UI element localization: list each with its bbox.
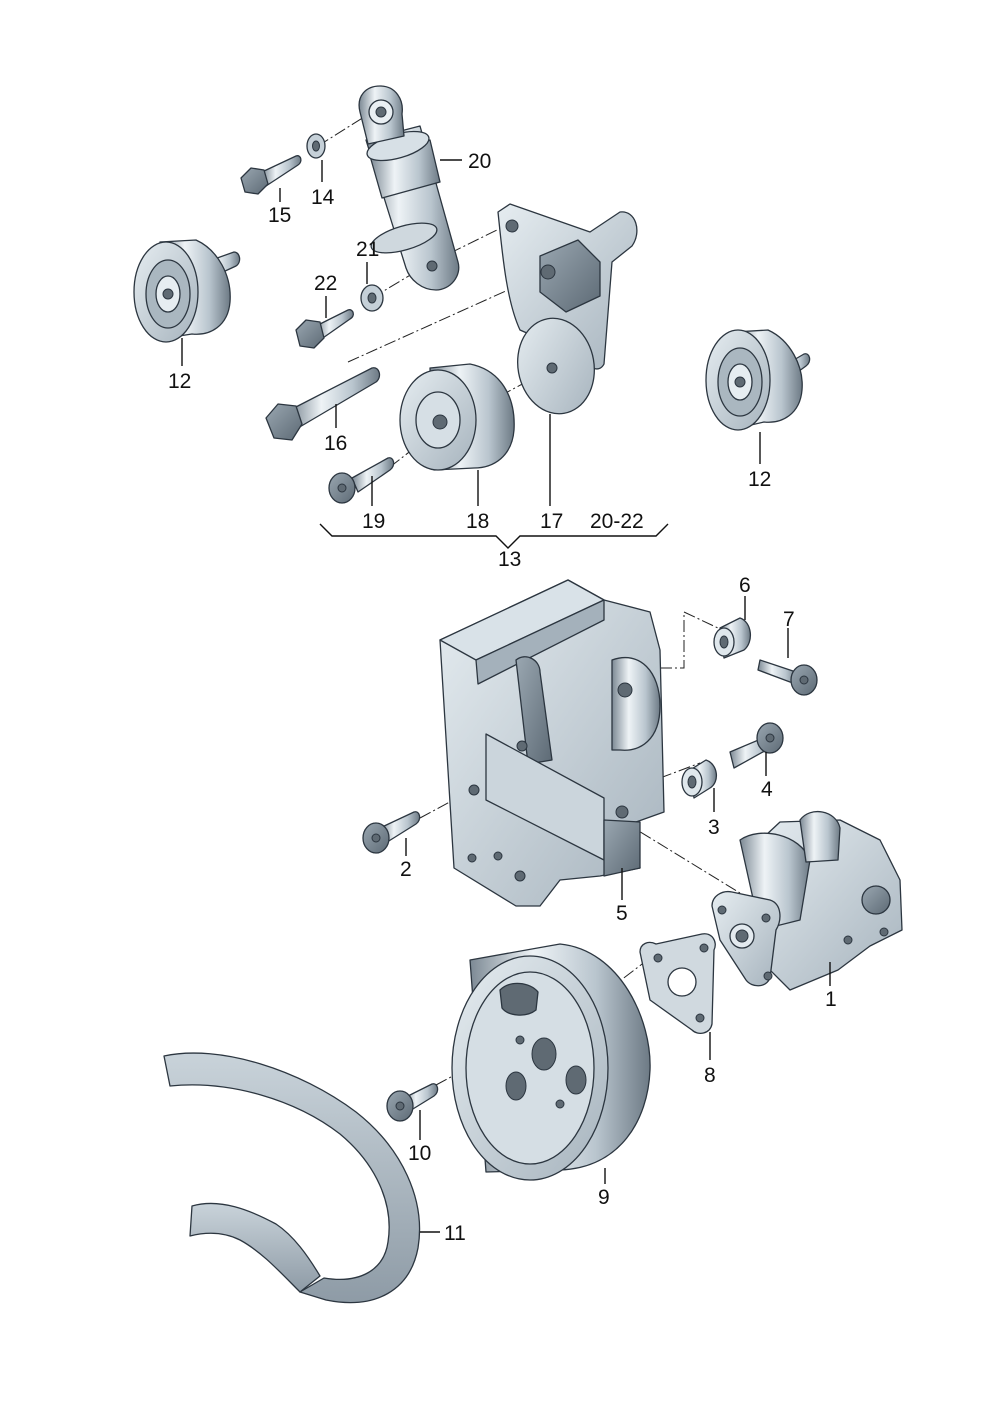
callout-19: 19 bbox=[362, 510, 385, 533]
poly-v-belt-11 bbox=[163, 1052, 421, 1304]
callout-10: 10 bbox=[408, 1142, 431, 1165]
callout-20-22: 20-22 bbox=[590, 510, 644, 533]
callout-1: 1 bbox=[825, 988, 837, 1011]
bolt-16 bbox=[265, 367, 381, 441]
bolt-7 bbox=[757, 659, 818, 696]
callout-15: 15 bbox=[268, 204, 291, 227]
idler-pulley-12-left bbox=[133, 239, 241, 343]
callout-5: 5 bbox=[616, 902, 628, 925]
callout-16: 16 bbox=[324, 432, 347, 455]
bolt-4 bbox=[729, 722, 784, 769]
callout-17: 17 bbox=[540, 510, 563, 533]
callout-20: 20 bbox=[468, 150, 491, 173]
callout-3: 3 bbox=[708, 816, 720, 839]
pulley-9 bbox=[451, 943, 651, 1181]
callout-22: 22 bbox=[314, 272, 337, 295]
callout-11: 11 bbox=[444, 1222, 466, 1245]
tensioner-bracket-17 bbox=[497, 203, 638, 415]
idler-roller-18 bbox=[399, 363, 515, 471]
bolt-19 bbox=[328, 457, 395, 504]
callout-8: 8 bbox=[704, 1064, 716, 1087]
callout-21: 21 bbox=[356, 238, 379, 261]
tensioner-damper bbox=[358, 85, 460, 291]
idler-pulley-12-right bbox=[705, 329, 811, 431]
callout-12-right: 12 bbox=[748, 468, 771, 491]
callout-6: 6 bbox=[739, 574, 751, 597]
callout-18: 18 bbox=[466, 510, 489, 533]
washer-14 bbox=[306, 133, 326, 159]
bolt-22 bbox=[295, 309, 354, 349]
bolt-10 bbox=[386, 1083, 439, 1122]
callout-9: 9 bbox=[598, 1186, 610, 1209]
callout-12-left: 12 bbox=[168, 370, 191, 393]
spacer-3 bbox=[681, 759, 717, 799]
spacer-6 bbox=[713, 617, 751, 659]
callout-2: 2 bbox=[400, 858, 412, 881]
callout-labels: 20 14 15 21 22 12 16 12 19 18 17 20-22 1… bbox=[168, 150, 837, 1245]
leader-lines bbox=[181, 159, 831, 1233]
pump-bracket-5 bbox=[439, 579, 665, 907]
callout-4: 4 bbox=[761, 778, 773, 801]
power-steering-pump-1 bbox=[711, 810, 903, 991]
bolt-2 bbox=[362, 811, 421, 854]
callout-7: 7 bbox=[783, 608, 795, 631]
callout-13: 13 bbox=[498, 548, 521, 571]
callout-14: 14 bbox=[311, 186, 335, 209]
bolt-15 bbox=[240, 155, 302, 195]
washer-21 bbox=[360, 284, 384, 312]
gasket-8 bbox=[639, 933, 716, 1035]
